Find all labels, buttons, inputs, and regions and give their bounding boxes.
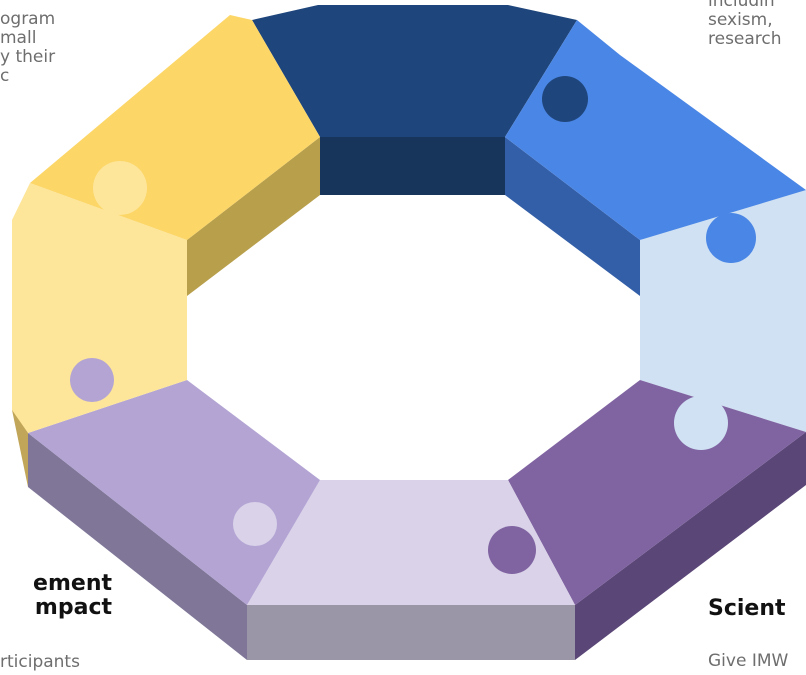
puzzle-knob xyxy=(93,161,147,215)
segment-bottom xyxy=(247,480,575,605)
puzzle-knob xyxy=(293,40,343,90)
inner-wall-top-left xyxy=(187,137,320,296)
text-line: ogram xyxy=(0,9,56,29)
segment-top-right xyxy=(505,20,806,240)
segment-left xyxy=(12,183,187,433)
puzzle-knobs xyxy=(70,40,756,574)
puzzle-knob xyxy=(488,526,536,574)
segment-right xyxy=(640,190,806,432)
text-line: y their xyxy=(0,47,56,67)
top-right-description: includin sexism, research xyxy=(708,0,782,49)
outer-wall-bottom xyxy=(247,605,575,660)
text-line: research xyxy=(708,29,782,49)
segment-bottom-left xyxy=(28,380,320,605)
puzzle-knob xyxy=(233,502,277,546)
ring-segments xyxy=(12,5,806,605)
puzzle-knob xyxy=(542,76,588,122)
outer-wall-bottom-left xyxy=(28,433,247,660)
text-line: mall xyxy=(0,28,37,48)
text-line: c xyxy=(0,66,10,86)
bottom-right-description: Give IMW xyxy=(708,651,789,671)
text-line: includin xyxy=(708,0,775,11)
heading-line: mpact xyxy=(34,595,112,620)
segment-bottom-right xyxy=(508,380,806,605)
ring-side-walls xyxy=(12,137,806,660)
bottom-left-heading: ement mpact xyxy=(33,572,112,620)
inner-wall-top-right xyxy=(505,137,640,296)
puzzle-knob xyxy=(706,213,756,263)
bottom-right-heading: Scient xyxy=(708,596,786,621)
puzzle-knob xyxy=(70,358,114,402)
bottom-left-description: rticipants xyxy=(0,652,80,672)
puzzle-knob xyxy=(674,396,728,450)
inner-wall-top xyxy=(320,137,505,195)
segment-top xyxy=(252,5,577,137)
heading-line: ement xyxy=(33,571,112,596)
top-left-description: ogram mall y their c xyxy=(0,10,55,86)
outer-wall-bottom-right xyxy=(575,432,806,660)
text-line: sexism, xyxy=(708,10,773,30)
